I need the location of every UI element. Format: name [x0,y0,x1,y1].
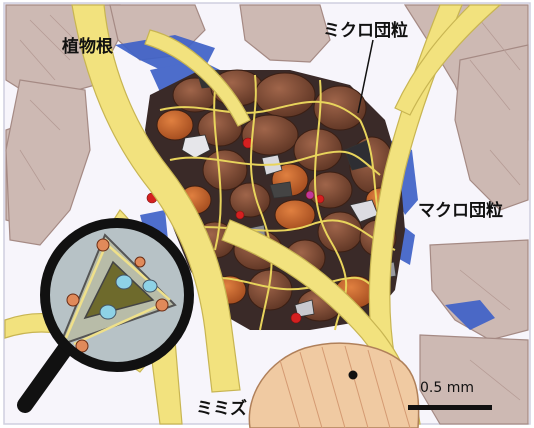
scale-bar-label: 0.5 mm [420,380,474,396]
earthworm-eye [349,371,358,380]
label-earthworm: ミミズ [196,398,247,419]
label-plant-roots: 植物根 [62,36,113,57]
label-micro-aggregate: ミクロ団粒 [323,20,408,41]
label-macro-aggregate: マクロ団粒 [418,200,503,221]
